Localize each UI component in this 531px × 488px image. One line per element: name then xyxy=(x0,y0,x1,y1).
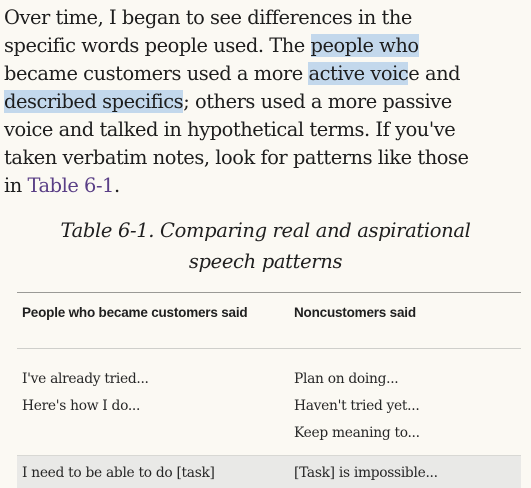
paragraph-line: specific words people used. The people w… xyxy=(4,32,528,60)
paragraph-text: taken verbatim notes, look for patterns … xyxy=(4,146,469,169)
highlighted-text[interactable]: active voic xyxy=(308,62,409,85)
highlighted-text[interactable]: described specifics xyxy=(4,90,184,113)
column-header-noncustomers: Noncustomers said xyxy=(294,305,416,320)
table-caption: Table 6-1. Comparing real and aspiration… xyxy=(0,215,531,277)
paragraph-line: became customers used a more active voic… xyxy=(4,60,528,88)
column-header-customers: People who became customers said xyxy=(22,305,248,320)
paragraph-line: in Table 6-1. xyxy=(4,172,528,200)
table-reference-link[interactable]: Table 6-1 xyxy=(27,174,115,197)
body-paragraph: Over time, I began to see differences in… xyxy=(4,4,528,200)
paragraph-line: taken verbatim notes, look for patterns … xyxy=(4,144,528,172)
paragraph-text: Over time, I began to see differences in… xyxy=(4,6,412,29)
paragraph-text: e and xyxy=(408,62,461,85)
paragraph-text: ; others used a more passive xyxy=(183,90,452,113)
paragraph-text: specific words people used. The xyxy=(4,34,311,57)
table-cell: Haven't tried yet... xyxy=(294,398,420,414)
table-cell: I've already tried... xyxy=(22,371,149,387)
table-row-group: I've already tried... Plan on doing... H… xyxy=(17,349,521,455)
paragraph-line: Over time, I began to see differences in… xyxy=(4,4,528,32)
paragraph-line: described specifics; others used a more … xyxy=(4,88,528,116)
speech-patterns-table: People who became customers said Noncust… xyxy=(17,292,521,488)
table-cell: Plan on doing... xyxy=(294,371,399,387)
table-cell: Keep meaning to... xyxy=(294,425,420,441)
caption-line: Table 6-1. Comparing real and aspiration… xyxy=(60,219,471,242)
paragraph-text: . xyxy=(113,174,120,197)
table-cell: [Task] is impossible... xyxy=(294,465,438,481)
table-cell: I need to be able to do [task] xyxy=(22,465,215,481)
table-header-row: People who became customers said Noncust… xyxy=(17,293,521,349)
highlighted-text[interactable]: people who xyxy=(310,34,419,57)
table-cell: Here's how I do... xyxy=(22,398,141,414)
paragraph-text: voice and talked in hypothetical terms. … xyxy=(4,118,456,141)
table-row: I need to be able to do [task] [Task] is… xyxy=(17,455,521,488)
paragraph-text: became customers used a more xyxy=(4,62,309,85)
paragraph-text: in xyxy=(4,174,28,197)
caption-line: speech patterns xyxy=(188,250,343,273)
paragraph-line: voice and talked in hypothetical terms. … xyxy=(4,116,528,144)
